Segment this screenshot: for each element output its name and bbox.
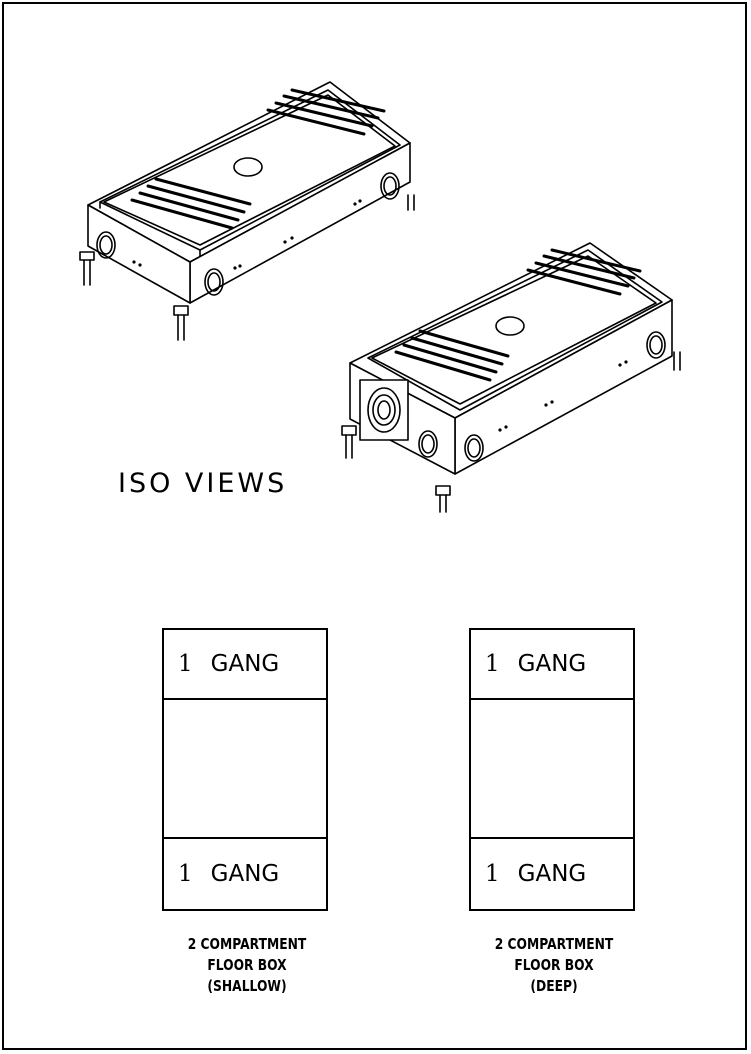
caption-line: (SHALLOW) <box>207 977 287 995</box>
caption-line: (DEEP) <box>530 977 578 995</box>
gang-word: GANG <box>517 651 587 677</box>
gang-count: 1 <box>178 861 193 887</box>
gang-label-bottom: 1 GANG <box>164 837 326 909</box>
gang-word: GANG <box>517 861 587 887</box>
gang-count: 1 <box>485 651 500 677</box>
caption-line: FLOOR BOX <box>514 956 594 974</box>
gang-label-top: 1 GANG <box>164 630 326 700</box>
gang-word: GANG <box>210 651 280 677</box>
caption-line: 2 COMPARTMENT <box>187 935 307 953</box>
gang-label-bottom: 1 GANG <box>471 837 633 909</box>
gang-count: 1 <box>178 651 193 677</box>
floor-box-shallow-plan: 1 GANG 1 GANG <box>162 628 328 911</box>
floor-box-deep-caption: 2 COMPARTMENT FLOOR BOX (DEEP) <box>472 934 636 997</box>
gang-count: 1 <box>485 861 500 887</box>
shallow-floor-box-iso <box>79 81 415 341</box>
gang-word: GANG <box>210 861 280 887</box>
caption-line: FLOOR BOX <box>207 956 287 974</box>
caption-line: 2 COMPARTMENT <box>494 935 614 953</box>
gang-label-top: 1 GANG <box>471 630 633 700</box>
floor-box-deep-plan: 1 GANG 1 GANG <box>469 628 635 911</box>
floor-box-shallow-caption: 2 COMPARTMENT FLOOR BOX (SHALLOW) <box>165 934 329 997</box>
deep-floor-box-iso <box>341 242 681 513</box>
iso-views-label: ISO VIEWS <box>118 468 288 499</box>
